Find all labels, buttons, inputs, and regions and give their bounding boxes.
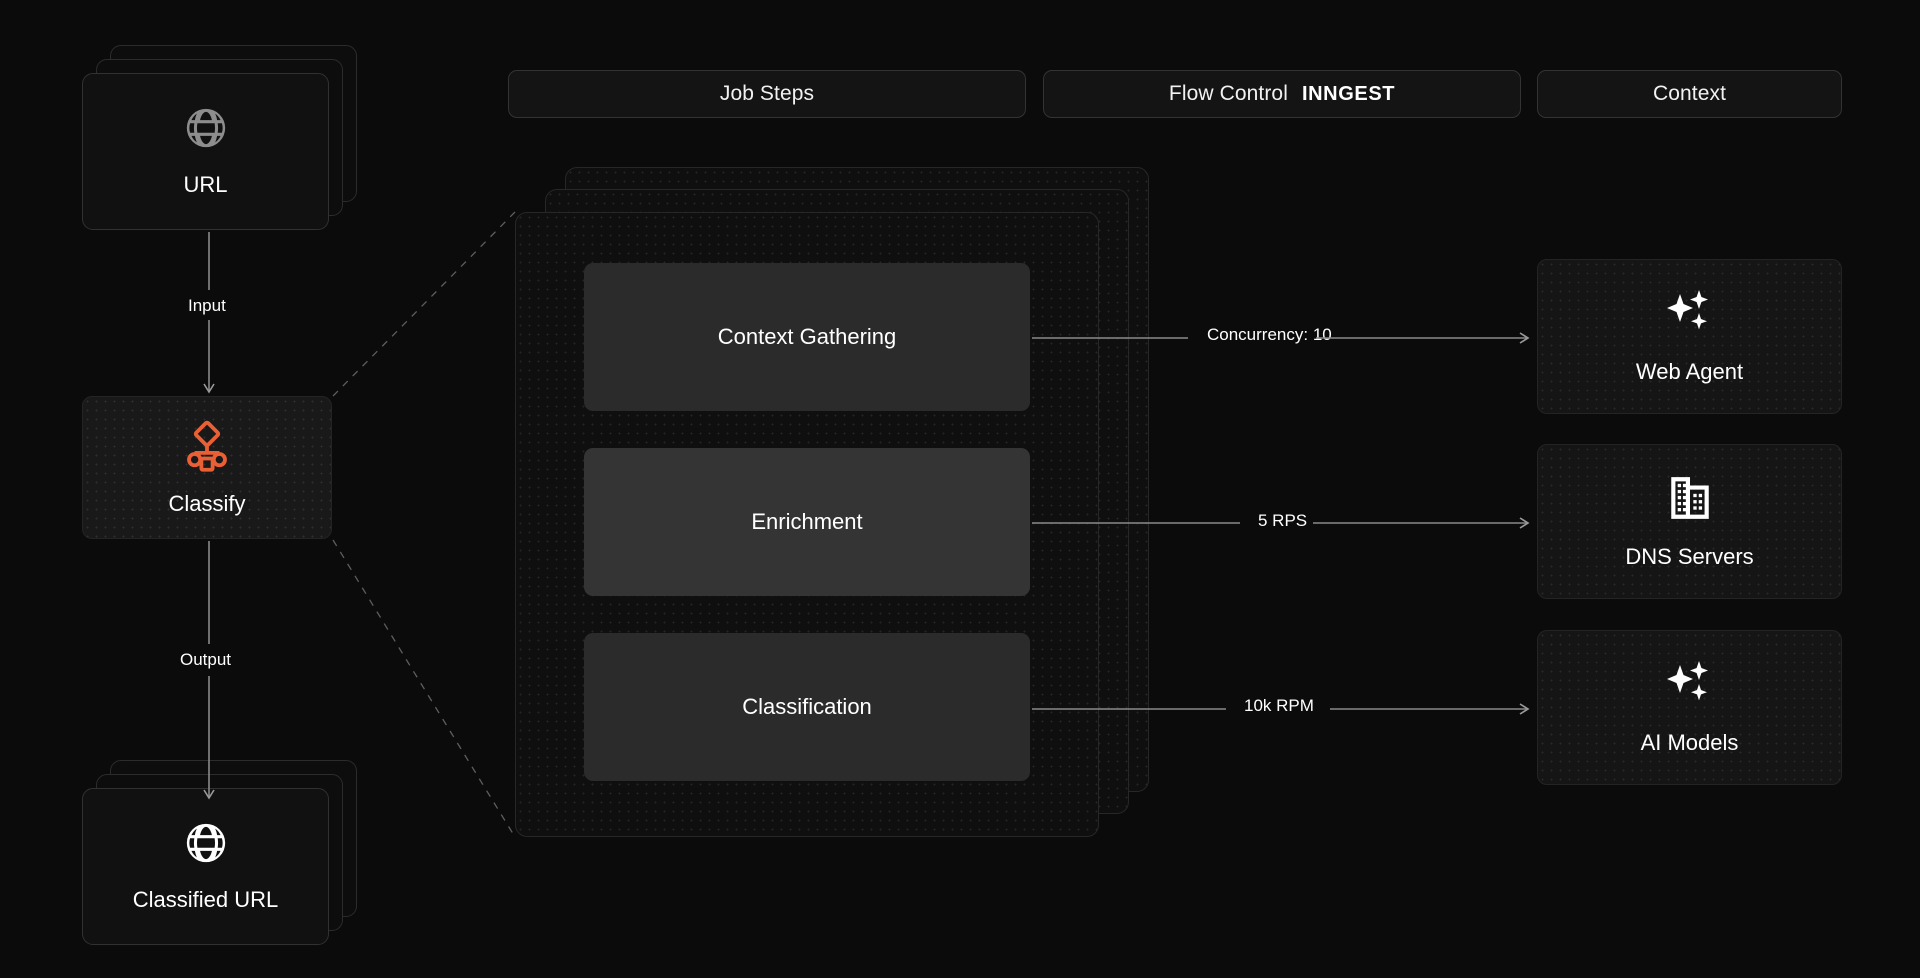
expand-line-top [332,211,516,397]
job-step-label: Enrichment [751,509,863,534]
context-card-web-agent[interactable]: Web Agent [1537,259,1842,414]
job-step-label: Classification [742,694,872,719]
context-card-dns-servers[interactable]: DNS Servers [1537,444,1842,599]
context-card-label: AI Models [1640,730,1739,755]
header-chip-job-steps[interactable]: Job Steps [508,70,1026,118]
node-label: URL [183,172,228,197]
header-chip-label: Flow Control [1168,82,1288,105]
edge-label-rpm: 10k RPM [1234,696,1324,716]
job-step-context-gathering[interactable]: Context Gathering [584,263,1030,411]
header-chip-label: Job Steps [719,82,815,105]
sparkles-icon [1662,659,1718,714]
stack-sheet-front: URL [82,73,329,230]
node-url[interactable]: URL [82,45,357,230]
node-label: Classify [168,491,246,516]
context-card-label: DNS Servers [1625,544,1754,569]
edge-label-output: Output [170,650,242,670]
edge-label-input: Input [178,296,236,316]
stack-sheet-front: Classified URL [82,788,329,945]
job-step-label: Context Gathering [717,324,897,349]
context-card-label: Web Agent [1635,359,1744,384]
job-step-classification[interactable]: Classification [584,633,1030,781]
globe-icon [183,820,229,871]
node-classify[interactable]: Classify [82,396,332,539]
header-chip-flow-control[interactable]: Flow Control INNGEST [1043,70,1521,118]
workflow-classify-icon [180,418,234,477]
job-step-enrichment[interactable]: Enrichment [584,448,1030,596]
inngest-logo-wordmark: INNGEST [1301,82,1396,105]
header-chip-label: Context [1652,82,1727,105]
context-card-ai-models[interactable]: AI Models [1537,630,1842,785]
node-label: Classified URL [132,887,279,912]
expand-line-bottom [332,539,516,838]
node-classified-url[interactable]: Classified URL [82,760,357,945]
globe-icon [183,105,229,156]
edge-label-concurrency: Concurrency: 10 [1197,325,1342,345]
sparkles-icon [1662,288,1718,343]
building-icon [1665,473,1715,528]
edge-label-rps: 5 RPS [1248,511,1318,531]
header-chip-context[interactable]: Context [1537,70,1842,118]
